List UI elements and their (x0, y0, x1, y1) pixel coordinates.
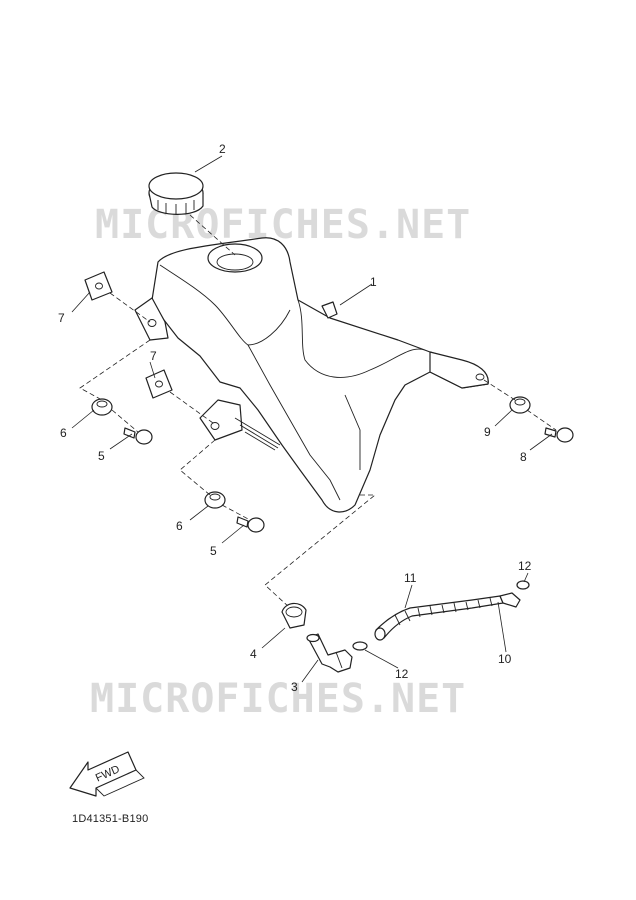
callout-4: 4 (250, 647, 257, 661)
nut-upper[interactable] (84, 271, 113, 301)
fuel-cock[interactable] (306, 633, 353, 673)
callout-11: 11 (404, 571, 417, 585)
diagram-code: 1D41351-B190 (72, 813, 149, 825)
callout-12-upper: 12 (518, 559, 532, 573)
watermark-top: MICROFICHES.NET (95, 202, 471, 248)
callout-numbers: 2 1 7 7 6 5 6 5 9 8 4 3 12 11 10 12 (58, 142, 532, 694)
fuel-hose[interactable] (499, 592, 521, 608)
callout-7-upper: 7 (58, 311, 65, 325)
callout-5-upper: 5 (98, 449, 105, 463)
leader-lines (71, 155, 553, 683)
hose-protector[interactable] (374, 595, 504, 641)
damper-left-upper[interactable] (91, 398, 113, 416)
callout-5-lower: 5 (210, 544, 217, 558)
assembly-lines (79, 292, 557, 609)
callout-7-lower: 7 (150, 349, 157, 363)
callout-8: 8 (520, 450, 527, 464)
bolt-left-lower[interactable] (236, 516, 265, 533)
callout-12-lower: 12 (395, 667, 409, 681)
cap-to-tank-line (189, 214, 236, 256)
clip-upper[interactable] (516, 580, 530, 590)
callout-1: 1 (370, 275, 377, 289)
callout-3: 3 (291, 680, 298, 694)
watermark-bottom: MICROFICHES.NET (90, 676, 466, 722)
bolt-left-upper[interactable] (123, 427, 153, 445)
damper-right[interactable] (509, 396, 531, 414)
nut-lower[interactable] (145, 369, 173, 399)
callout-6-upper: 6 (60, 426, 67, 440)
clip-lower[interactable] (352, 641, 368, 651)
tank-cap[interactable] (148, 172, 204, 215)
damper-left-lower[interactable] (204, 491, 226, 509)
fuel-tank[interactable] (134, 237, 489, 513)
callout-6-lower: 6 (176, 519, 183, 533)
cock-clamp[interactable] (281, 602, 307, 629)
bolt-right[interactable] (544, 427, 574, 443)
callout-9: 9 (484, 425, 491, 439)
callout-2: 2 (219, 142, 226, 156)
callout-10: 10 (498, 652, 512, 666)
fwd-arrow-icon: FWD (69, 751, 145, 797)
